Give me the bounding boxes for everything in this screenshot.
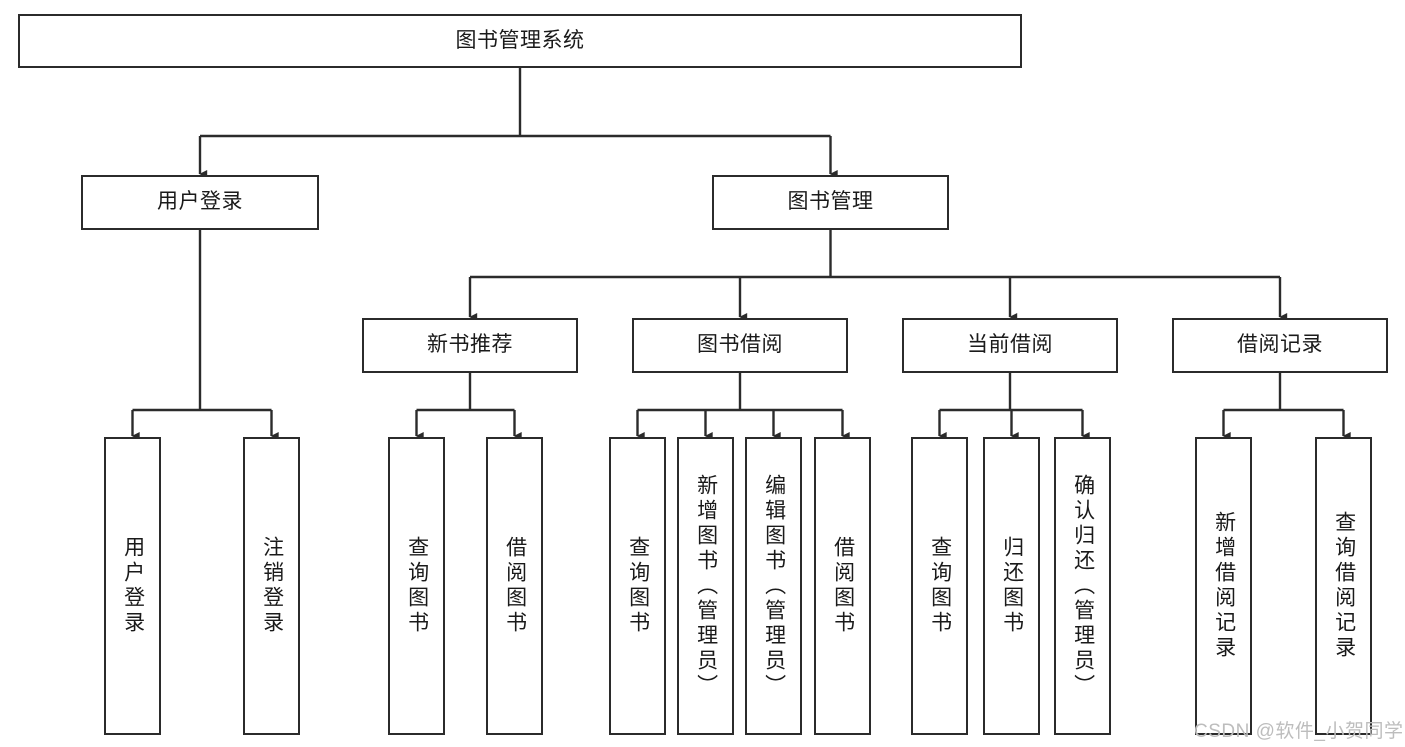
node-label: 借阅图书	[503, 536, 527, 636]
node-label: 当前借阅	[967, 333, 1053, 357]
node-records[interactable]: 借阅记录	[1172, 318, 1388, 373]
node-label: 编辑图书（管理员）	[762, 473, 786, 699]
node-label: 新书推荐	[427, 333, 513, 357]
node-bookmgmt[interactable]: 图书管理	[712, 175, 949, 230]
node-leaf7[interactable]: 编辑图书（管理员）	[745, 437, 802, 735]
node-leaf13[interactable]: 查询借阅记录	[1315, 437, 1372, 735]
node-label: 确认归还（管理员）	[1071, 473, 1095, 699]
node-leaf12[interactable]: 新增借阅记录	[1195, 437, 1252, 735]
edge-layer	[131, 68, 1351, 440]
node-label: 查询图书	[405, 536, 429, 636]
node-leaf4[interactable]: 借阅图书	[486, 437, 543, 735]
node-label: 图书管理	[787, 190, 874, 214]
node-label: 归还图书	[1000, 536, 1024, 636]
node-current[interactable]: 当前借阅	[902, 318, 1118, 373]
node-label: 注销登录	[260, 536, 284, 636]
node-label: 借阅图书	[831, 536, 855, 636]
node-root[interactable]: 图书管理系统	[18, 14, 1022, 68]
node-leaf3[interactable]: 查询图书	[388, 437, 445, 735]
node-label: 用户登录	[157, 190, 243, 214]
node-leaf6[interactable]: 新增图书（管理员）	[677, 437, 734, 735]
node-label: 新增图书（管理员）	[694, 473, 718, 699]
node-label: 借阅记录	[1237, 333, 1323, 357]
node-borrow[interactable]: 图书借阅	[632, 318, 848, 373]
node-label: 图书管理系统	[455, 28, 585, 52]
node-label: 用户登录	[121, 536, 145, 636]
node-label: 图书借阅	[697, 333, 783, 357]
node-leaf11[interactable]: 确认归还（管理员）	[1054, 437, 1111, 735]
node-label: 查询图书	[928, 536, 952, 636]
node-leaf1[interactable]: 用户登录	[104, 437, 161, 735]
node-newbook[interactable]: 新书推荐	[362, 318, 578, 373]
node-leaf8[interactable]: 借阅图书	[814, 437, 871, 735]
node-label: 新增借阅记录	[1212, 511, 1236, 661]
node-leaf9[interactable]: 查询图书	[911, 437, 968, 735]
node-leaf5[interactable]: 查询图书	[609, 437, 666, 735]
node-label: 查询图书	[626, 536, 650, 636]
node-login[interactable]: 用户登录	[81, 175, 319, 230]
node-leaf2[interactable]: 注销登录	[243, 437, 300, 735]
node-label: 查询借阅记录	[1332, 511, 1356, 661]
node-leaf10[interactable]: 归还图书	[983, 437, 1040, 735]
